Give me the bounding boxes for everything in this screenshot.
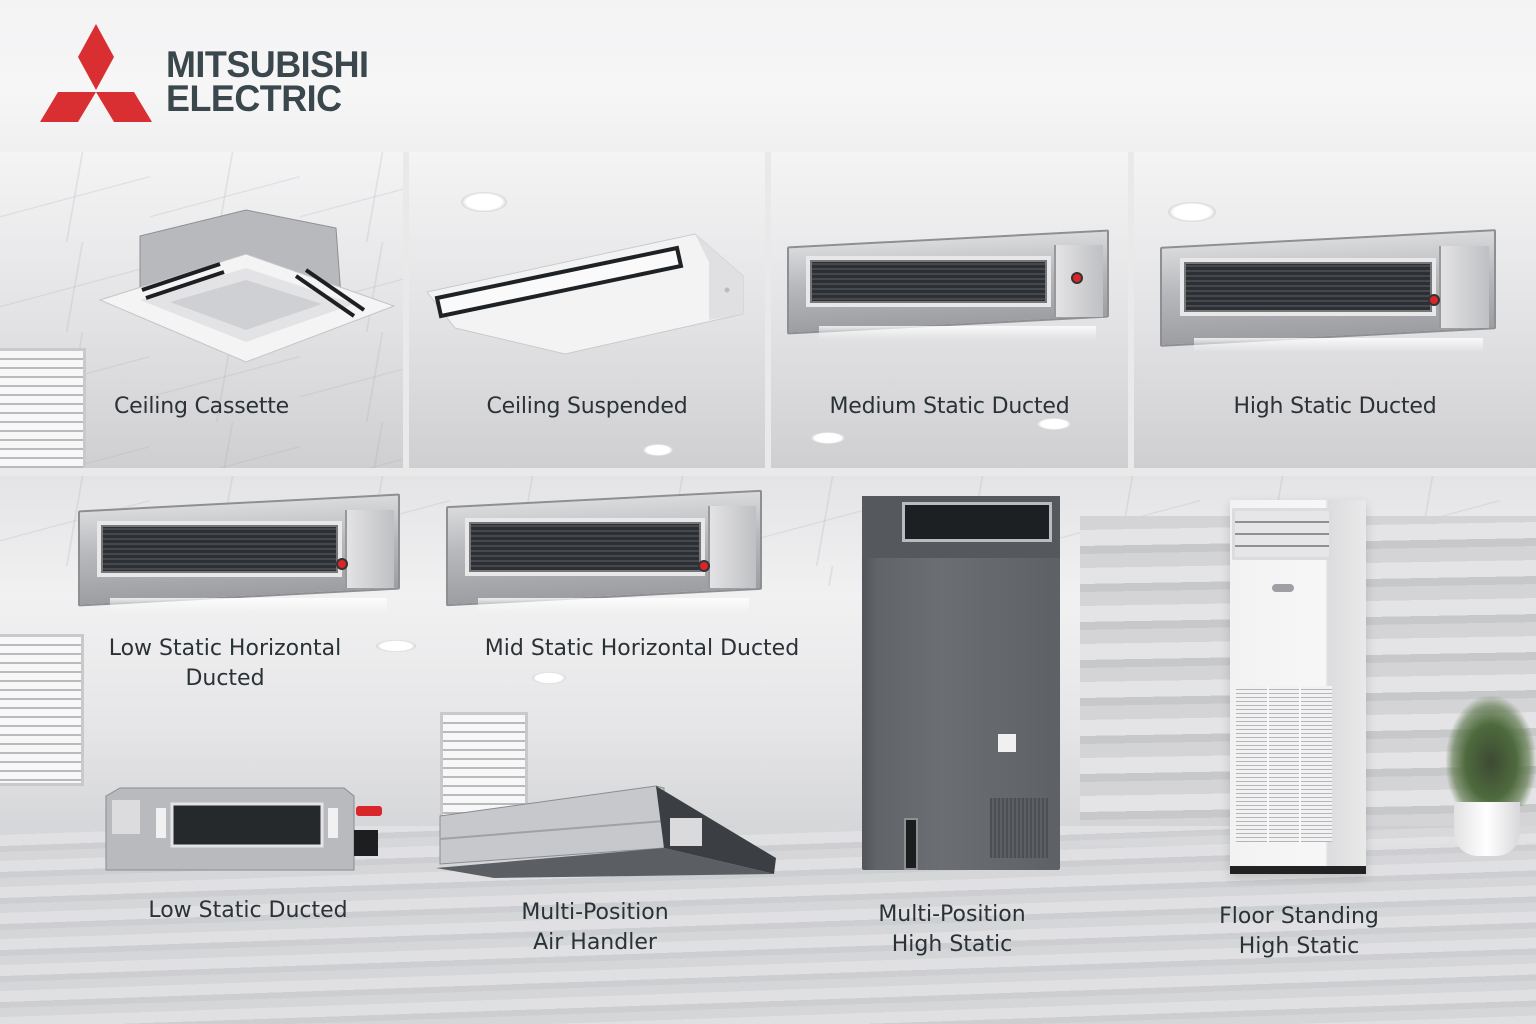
- refrigerant-valve-icon: [1428, 294, 1440, 306]
- product-label-low-static-ducted: Low Static Ducted: [148, 898, 348, 923]
- refrigerant-valve-icon: [698, 560, 710, 572]
- product-label-multi-position-air-handler: Multi-Position Air Handler: [521, 900, 669, 955]
- floor-standing-high-static-icon: [1230, 500, 1366, 874]
- blower-panel: [902, 502, 1052, 542]
- intake-grille: [1236, 686, 1332, 842]
- product-label-mid-static-horizontal-ducted: Mid Static Horizontal Ducted: [484, 636, 800, 661]
- product-label: Ceiling Suspended: [486, 394, 688, 419]
- high-static-ducted-icon: [1160, 229, 1496, 352]
- product-card-ceiling-cassette: Ceiling Cassette: [0, 152, 403, 468]
- showroom-scene: Low Static Horizontal Ducted Mid Static …: [0, 476, 1536, 1024]
- product-label-multi-position-high-static: Multi-Position High Static: [878, 902, 1026, 957]
- window-blind: [0, 348, 86, 468]
- medium-static-ducted-icon: [787, 229, 1109, 340]
- ceiling-light: [1037, 418, 1071, 430]
- product-label: High Static Ducted: [1233, 394, 1437, 419]
- ceiling-light: [461, 192, 507, 212]
- product-label: Ceiling Cassette: [113, 394, 290, 419]
- air-louver: [1232, 508, 1332, 560]
- ceiling-suspended-icon: [426, 233, 744, 355]
- product-card-high-static-ducted: High Static Ducted: [1134, 152, 1536, 468]
- refrigerant-valve-icon: [336, 558, 348, 570]
- three-diamonds-icon: [40, 24, 152, 122]
- brand-badge: [1272, 584, 1294, 592]
- low-static-ducted-icon: [105, 787, 382, 871]
- brand-name-line1: MITSUBISHI: [166, 44, 369, 85]
- brand-wordmark: MITSUBISHI ELECTRIC: [166, 44, 369, 119]
- brand-name-line2: ELECTRIC: [166, 78, 342, 119]
- window-blind: [0, 634, 84, 786]
- multi-position-air-handler-icon: [436, 785, 776, 878]
- potted-plant: [1440, 696, 1536, 856]
- ceiling-cassette-icon: [98, 209, 396, 363]
- product-card-medium-static-ducted: Medium Static Ducted: [771, 152, 1128, 468]
- low-static-horizontal-ducted-icon: [78, 493, 400, 612]
- ceiling-light: [376, 640, 416, 652]
- product-label-low-static-horizontal-ducted: Low Static Horizontal Ducted: [108, 636, 342, 691]
- vent-grille: [990, 798, 1048, 858]
- access-slot: [904, 818, 918, 870]
- ceiling-light: [532, 672, 566, 684]
- refrigerant-valve-icon: [1071, 272, 1083, 284]
- product-label-floor-standing-high-static: Floor Standing High Static: [1219, 904, 1379, 959]
- ceiling-light: [643, 444, 673, 456]
- product-label: Medium Static Ducted: [829, 394, 1070, 419]
- label-sticker: [998, 734, 1016, 752]
- multi-position-high-static-icon: [862, 496, 1060, 870]
- mid-static-horizontal-ducted-icon: [446, 489, 762, 612]
- ceiling-light: [811, 432, 845, 444]
- header: MITSUBISHI ELECTRIC: [0, 0, 1536, 152]
- product-card-ceiling-suspended: Ceiling Suspended: [409, 152, 765, 468]
- ceiling-light: [1168, 202, 1216, 222]
